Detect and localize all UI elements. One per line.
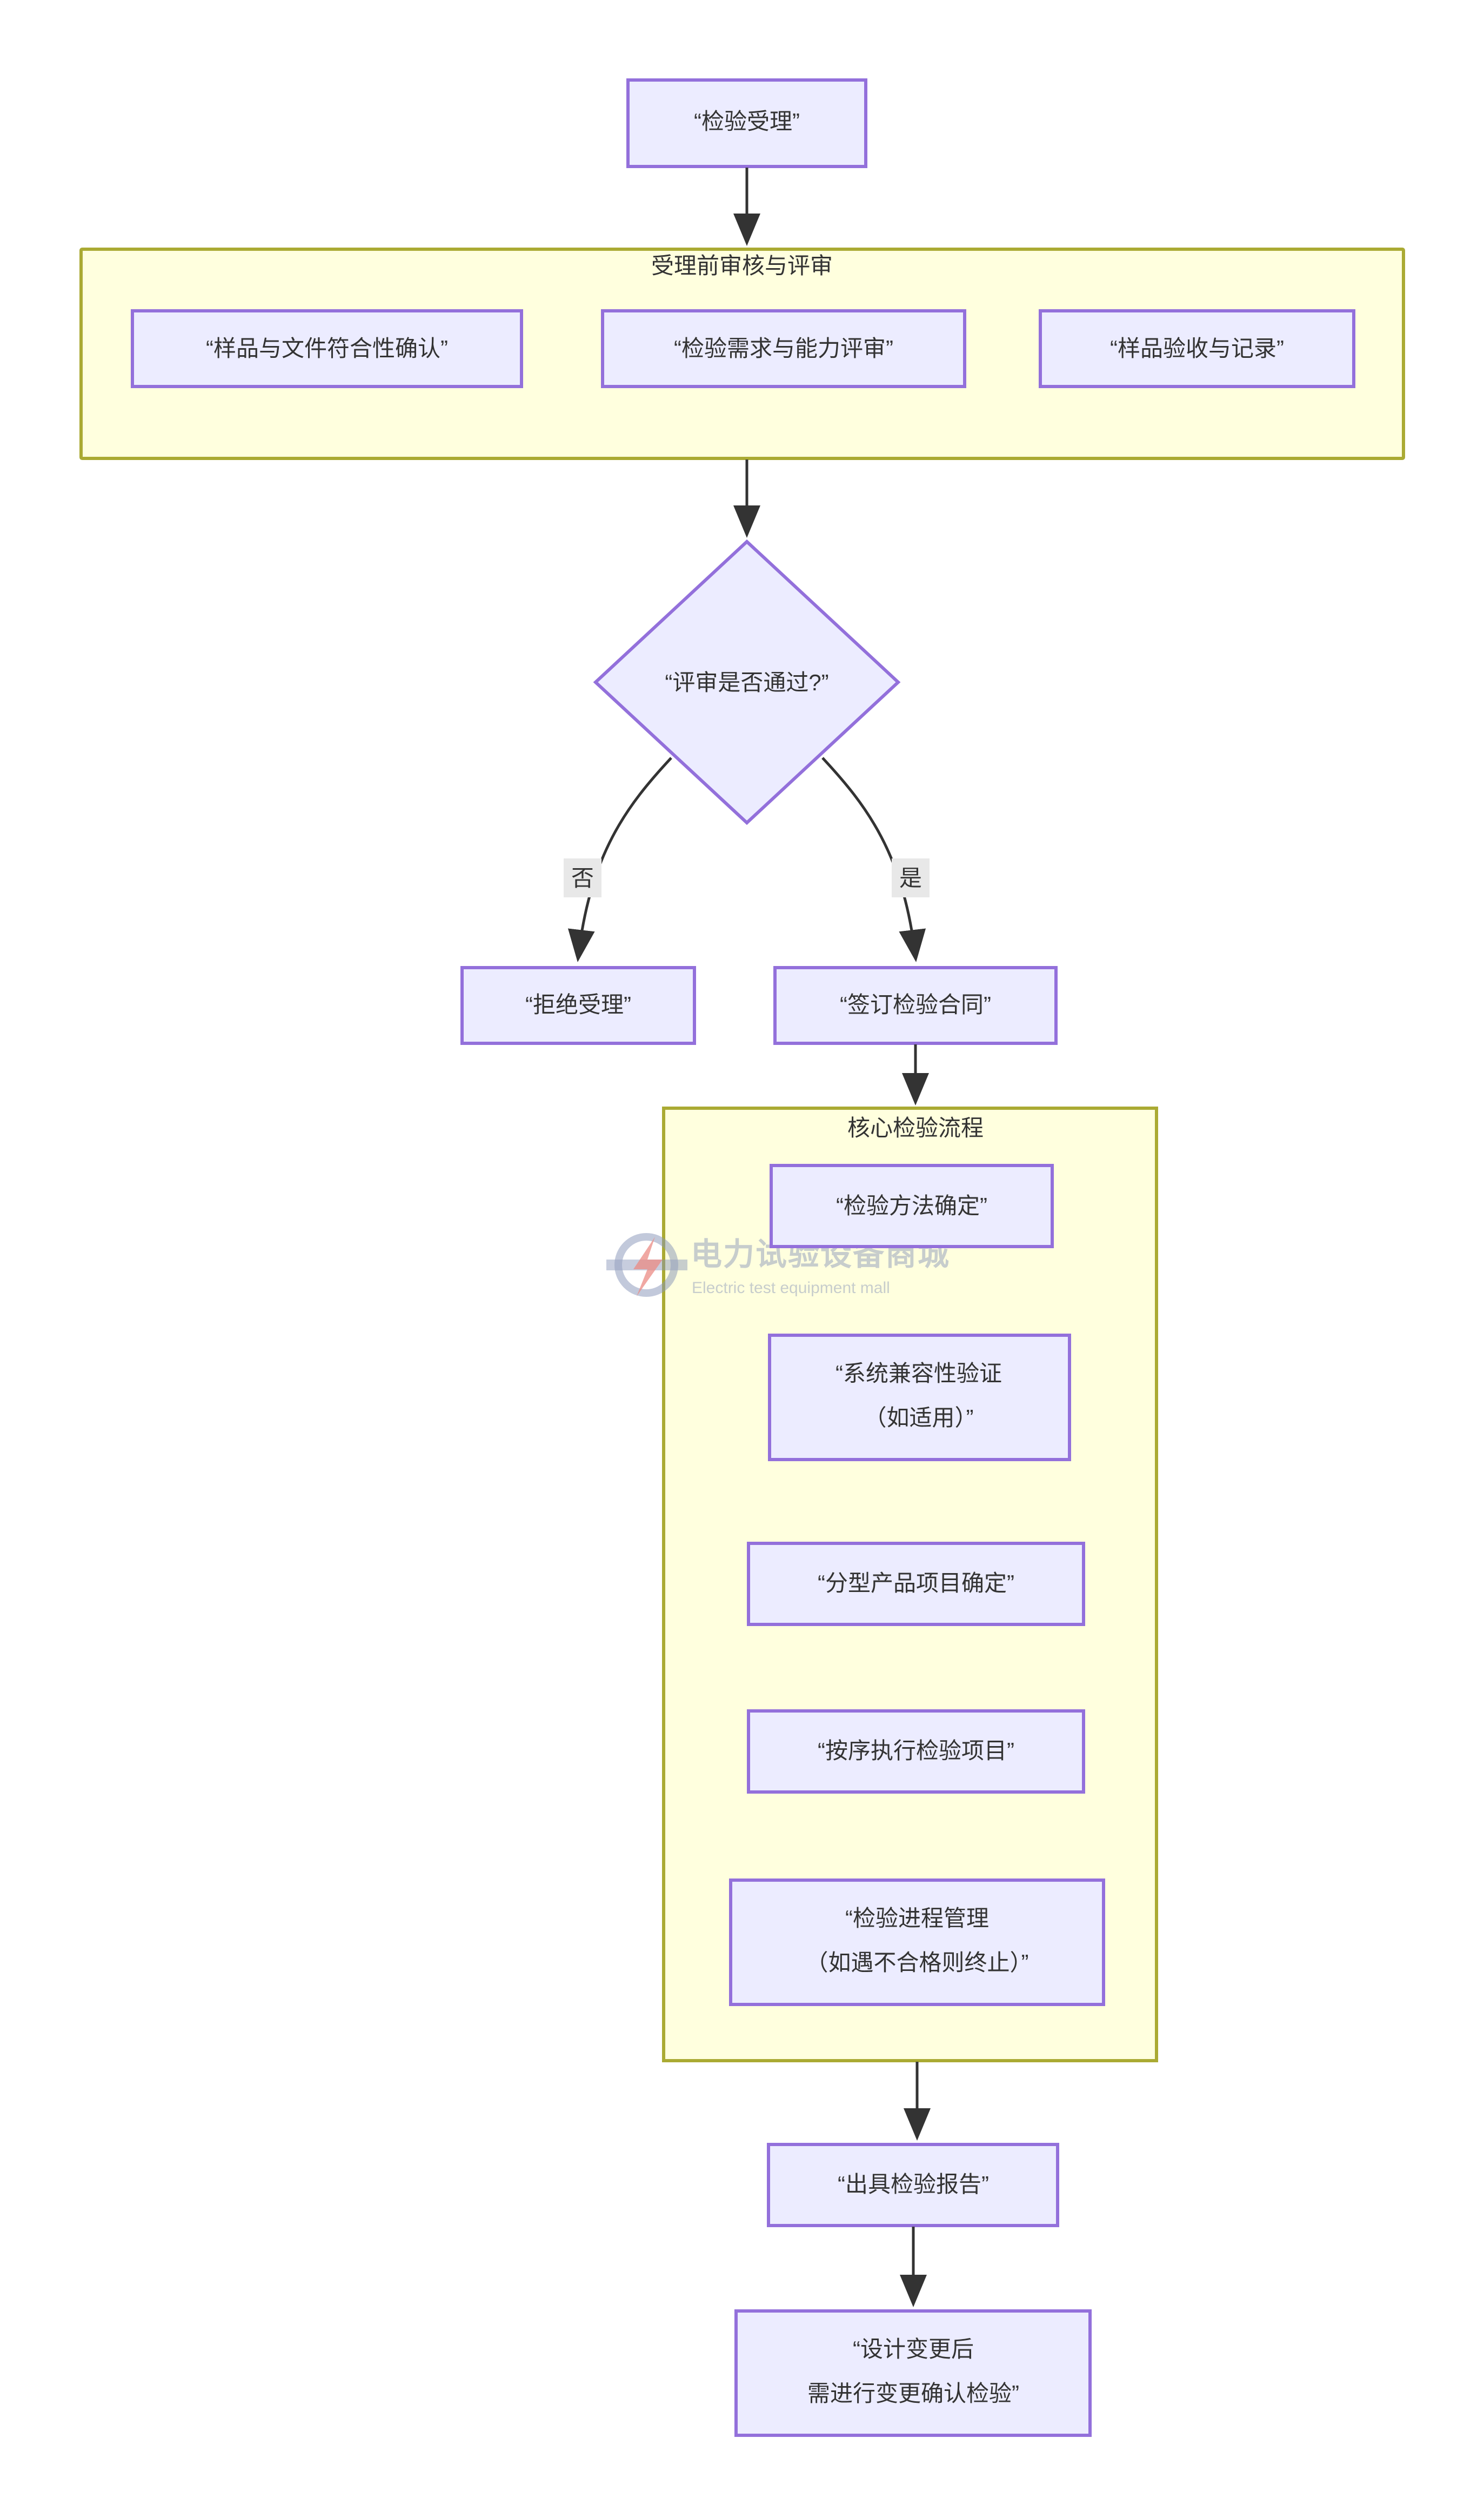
cluster-core-process-title: 核心检验流程 xyxy=(847,1115,984,1141)
node-issue-inspection-report-box[interactable] xyxy=(767,2143,1059,2227)
edge-decision-to-contract xyxy=(821,757,926,962)
node-issue-inspection-report-label: “出具检验报告” xyxy=(838,2171,989,2197)
node-design-change-confirmation-inspection-label-line2: 需进行变更确认检验” xyxy=(807,2381,1019,2406)
edge-label-no-bg xyxy=(564,858,601,897)
node-inspection-progress-management[interactable]: “检验进程管理 （如遇不合格则终止）” xyxy=(729,1878,1105,2006)
node-execute-inspection-items[interactable]: “按序执行检验项目” xyxy=(747,1709,1085,1794)
node-inspection-method-determination[interactable]: “检验方法确定” xyxy=(770,1164,1054,1248)
node-sample-acceptance-record-label: “样品验收与记录” xyxy=(1110,336,1284,361)
node-typed-product-item-determination-box[interactable] xyxy=(747,1542,1085,1626)
node-reject-acceptance-label: “拒绝受理” xyxy=(525,992,631,1017)
node-inspection-acceptance[interactable]: “检验受理” xyxy=(626,78,867,168)
node-inspection-need-capability-review-box[interactable] xyxy=(601,309,966,388)
edge-label-no-text: 否 xyxy=(571,865,594,891)
node-execute-inspection-items-box[interactable] xyxy=(747,1709,1085,1794)
node-system-compatibility-verification[interactable]: “系统兼容性验证 （如适用）” xyxy=(768,1334,1071,1461)
edge-label-yes: 是 xyxy=(892,858,930,897)
node-sample-doc-conformity-label: “样品与文件符合性确认” xyxy=(206,336,448,361)
node-review-passed-decision-shape[interactable] xyxy=(593,539,901,825)
node-inspection-need-capability-review-label: “检验需求与能力评审” xyxy=(674,336,893,361)
node-system-compatibility-verification-box[interactable] xyxy=(768,1334,1071,1461)
node-reject-acceptance-box[interactable] xyxy=(460,966,696,1045)
node-inspection-acceptance-label: “检验受理” xyxy=(694,109,800,134)
node-inspection-method-determination-label: “检验方法确定” xyxy=(836,1193,987,1218)
node-inspection-progress-management-box[interactable] xyxy=(729,1878,1105,2006)
node-inspection-progress-management-label-line2: （如遇不合格则终止）” xyxy=(806,1950,1029,1975)
node-typed-product-item-determination[interactable]: “分型产品项目确定” xyxy=(747,1542,1085,1626)
edge-label-yes-text: 是 xyxy=(899,865,922,891)
node-sign-inspection-contract-label: “签订检验合同” xyxy=(840,992,991,1017)
node-reject-acceptance[interactable]: “拒绝受理” xyxy=(460,966,696,1045)
node-design-change-confirmation-inspection-box[interactable] xyxy=(734,2309,1092,2437)
node-design-change-confirmation-inspection[interactable]: “设计变更后 需进行变更确认检验” xyxy=(734,2309,1092,2437)
node-inspection-progress-management-label-line1: “检验进程管理 xyxy=(845,1906,989,1931)
node-issue-inspection-report[interactable]: “出具检验报告” xyxy=(767,2143,1059,2227)
node-design-change-confirmation-inspection-label-line1: “设计变更后 xyxy=(853,2336,974,2362)
node-sample-doc-conformity[interactable]: “样品与文件符合性确认” xyxy=(131,309,523,388)
watermark-english: Electric test equipment mall xyxy=(692,1279,890,1297)
node-review-passed-decision[interactable]: “评审是否通过?” xyxy=(593,539,901,825)
lightning-circle-icon xyxy=(606,1233,687,1297)
node-sign-inspection-contract-box[interactable] xyxy=(773,966,1058,1045)
cluster-pre-review-title: 受理前审核与评审 xyxy=(651,253,833,278)
node-sample-doc-conformity-box[interactable] xyxy=(131,309,523,388)
node-inspection-acceptance-box[interactable] xyxy=(626,78,867,168)
node-system-compatibility-verification-label-line2: （如适用）” xyxy=(864,1405,974,1430)
node-typed-product-item-determination-label: “分型产品项目确定” xyxy=(818,1570,1014,1596)
node-inspection-method-determination-box[interactable] xyxy=(770,1164,1054,1248)
edge-decision-to-reject xyxy=(567,757,672,962)
node-system-compatibility-verification-label-line1: “系统兼容性验证 xyxy=(835,1361,1002,1386)
node-sample-acceptance-record-box[interactable] xyxy=(1039,309,1355,388)
node-review-passed-decision-label: “评审是否通过?” xyxy=(665,670,828,695)
node-sample-acceptance-record[interactable]: “样品验收与记录” xyxy=(1039,309,1355,388)
edge-label-yes-bg xyxy=(892,858,930,897)
edge-label-no: 否 xyxy=(564,858,601,897)
node-execute-inspection-items-label: “按序执行检验项目” xyxy=(818,1738,1014,1763)
node-inspection-need-capability-review[interactable]: “检验需求与能力评审” xyxy=(601,309,966,388)
node-sign-inspection-contract[interactable]: “签订检验合同” xyxy=(773,966,1058,1045)
